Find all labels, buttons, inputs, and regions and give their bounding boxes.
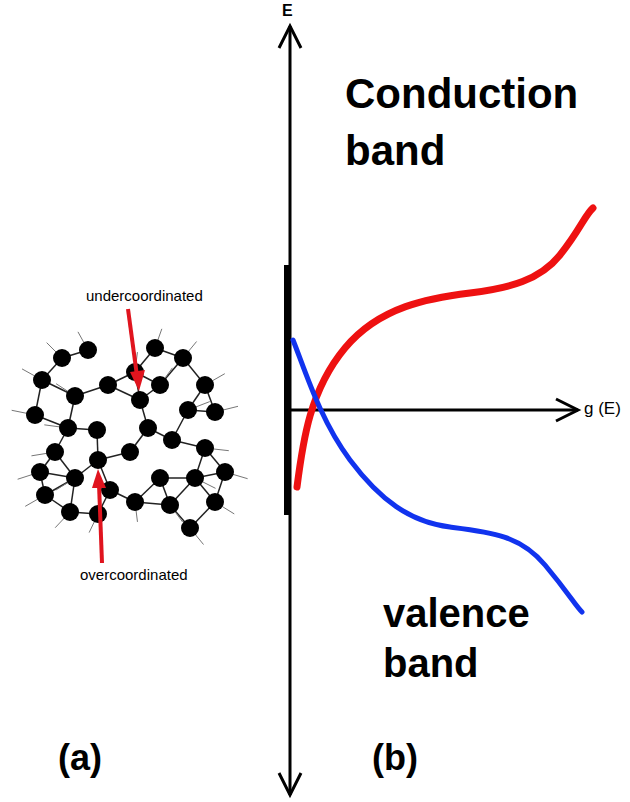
dos-axis <box>290 409 578 412</box>
atom <box>196 439 214 457</box>
leader-arrow <box>128 309 137 376</box>
arrowhead <box>92 469 106 488</box>
atom <box>66 469 84 487</box>
atom <box>99 376 117 394</box>
arrowhead <box>279 26 301 48</box>
atom <box>206 403 224 421</box>
band-label: Conduction band <box>345 66 617 179</box>
arrowhead <box>556 399 578 421</box>
leader-arrow <box>99 484 102 563</box>
atom <box>146 339 164 357</box>
atom <box>53 349 71 367</box>
atom <box>163 431 181 449</box>
atom <box>88 421 106 439</box>
callout-label: undercoordinated <box>86 287 203 305</box>
atom <box>121 443 139 461</box>
atom <box>196 376 214 394</box>
band-label: valence band <box>383 588 583 688</box>
atom <box>151 469 169 487</box>
atom <box>126 493 144 511</box>
arrowhead <box>130 370 145 391</box>
atom <box>206 493 224 511</box>
atom <box>174 349 192 367</box>
atom <box>46 443 64 461</box>
atom <box>216 463 234 481</box>
atom <box>131 391 149 409</box>
atom <box>161 496 179 514</box>
valence-curve <box>293 340 582 612</box>
panel-label: (a) <box>58 736 102 779</box>
atom <box>151 376 169 394</box>
atom <box>26 406 44 424</box>
atom <box>186 469 204 487</box>
axis-label: g (E) <box>584 399 621 419</box>
callout-label: overcoordinated <box>80 566 188 584</box>
arrowhead <box>279 773 301 795</box>
atom <box>66 387 84 405</box>
atom <box>89 451 107 469</box>
atom <box>179 401 197 419</box>
gap-marker <box>284 265 290 515</box>
atom <box>61 503 79 521</box>
atom <box>36 486 54 504</box>
atom <box>59 419 77 437</box>
atom <box>139 419 157 437</box>
atom <box>31 463 49 481</box>
atom <box>33 371 51 389</box>
atom <box>181 519 199 537</box>
amorphous-network <box>12 329 248 545</box>
axis-label: E <box>282 2 293 20</box>
atom <box>79 341 97 359</box>
panel-label: (b) <box>372 736 418 779</box>
